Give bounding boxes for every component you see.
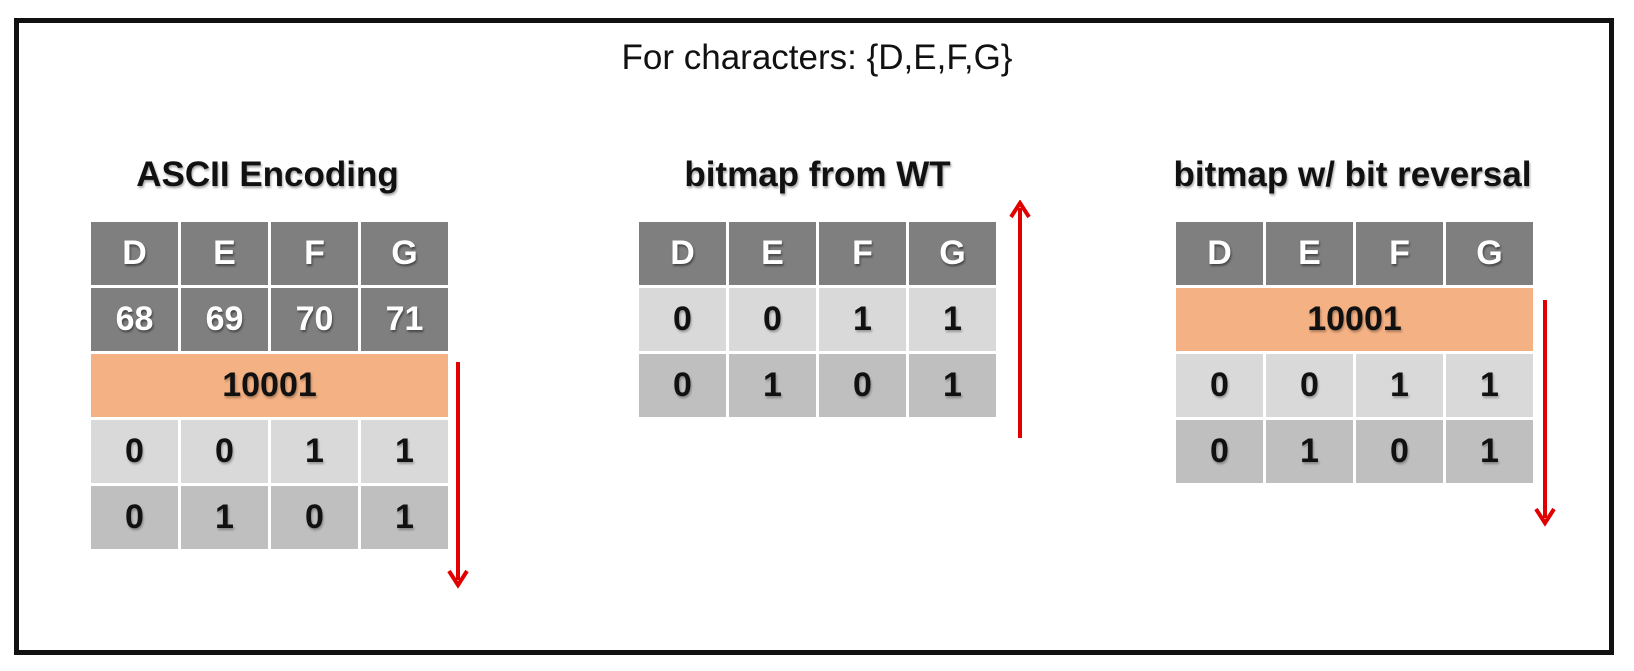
ascii-encoding-table: D E F G 68 69 70 71 10001 0 0 1 1 0 1 0 … xyxy=(91,222,448,549)
bit-cell: 0 xyxy=(1176,354,1263,417)
bit-cell: 1 xyxy=(1356,354,1443,417)
header-cell-f: F xyxy=(271,222,358,285)
header-cell-d: D xyxy=(91,222,178,285)
code-cell-e: 69 xyxy=(181,288,268,351)
header-cell-e: E xyxy=(729,222,816,285)
up-arrow-icon xyxy=(1009,200,1031,438)
bit-cell: 1 xyxy=(1446,354,1533,417)
bit-cell: 1 xyxy=(271,420,358,483)
common-prefix-cell: 10001 xyxy=(91,354,448,417)
code-cell-f: 70 xyxy=(271,288,358,351)
down-arrow-icon xyxy=(1534,300,1556,527)
bit-cell: 0 xyxy=(729,288,816,351)
header-cell-g: G xyxy=(1446,222,1533,285)
code-cell-d: 68 xyxy=(91,288,178,351)
bit-cell: 0 xyxy=(181,420,268,483)
bit-cell: 1 xyxy=(1446,420,1533,483)
bit-cell: 1 xyxy=(819,288,906,351)
header-cell-g: G xyxy=(361,222,448,285)
bitmap-from-wt-table: D E F G 0 0 1 1 0 1 0 1 xyxy=(639,222,996,417)
header-cell-g: G xyxy=(909,222,996,285)
bit-cell: 0 xyxy=(639,288,726,351)
bitmap-bit-reversal-table: D E F G 10001 0 0 1 1 0 1 0 1 xyxy=(1176,222,1533,483)
bit-cell: 0 xyxy=(91,486,178,549)
bitmap-bit-reversal-title: bitmap w/ bit reversal xyxy=(1173,155,1532,194)
bit-cell: 0 xyxy=(1356,420,1443,483)
bit-cell: 0 xyxy=(819,354,906,417)
bit-cell: 0 xyxy=(91,420,178,483)
bit-cell: 1 xyxy=(729,354,816,417)
bit-cell: 0 xyxy=(271,486,358,549)
header-cell-d: D xyxy=(639,222,726,285)
bit-cell: 1 xyxy=(909,354,996,417)
ascii-encoding-title: ASCII Encoding xyxy=(136,155,399,194)
diagram-title: For characters: {D,E,F,G} xyxy=(621,38,1013,77)
bit-cell: 1 xyxy=(181,486,268,549)
header-cell-d: D xyxy=(1176,222,1263,285)
code-cell-g: 71 xyxy=(361,288,448,351)
bit-cell: 1 xyxy=(361,420,448,483)
header-cell-e: E xyxy=(181,222,268,285)
down-arrow-icon xyxy=(447,362,469,589)
header-cell-f: F xyxy=(1356,222,1443,285)
bitmap-from-wt-title: bitmap from WT xyxy=(684,155,951,194)
bit-cell: 1 xyxy=(1266,420,1353,483)
header-cell-e: E xyxy=(1266,222,1353,285)
bit-cell: 1 xyxy=(909,288,996,351)
header-cell-f: F xyxy=(819,222,906,285)
common-prefix-cell: 10001 xyxy=(1176,288,1533,351)
bit-cell: 0 xyxy=(1266,354,1353,417)
bit-cell: 0 xyxy=(639,354,726,417)
bit-cell: 0 xyxy=(1176,420,1263,483)
bit-cell: 1 xyxy=(361,486,448,549)
